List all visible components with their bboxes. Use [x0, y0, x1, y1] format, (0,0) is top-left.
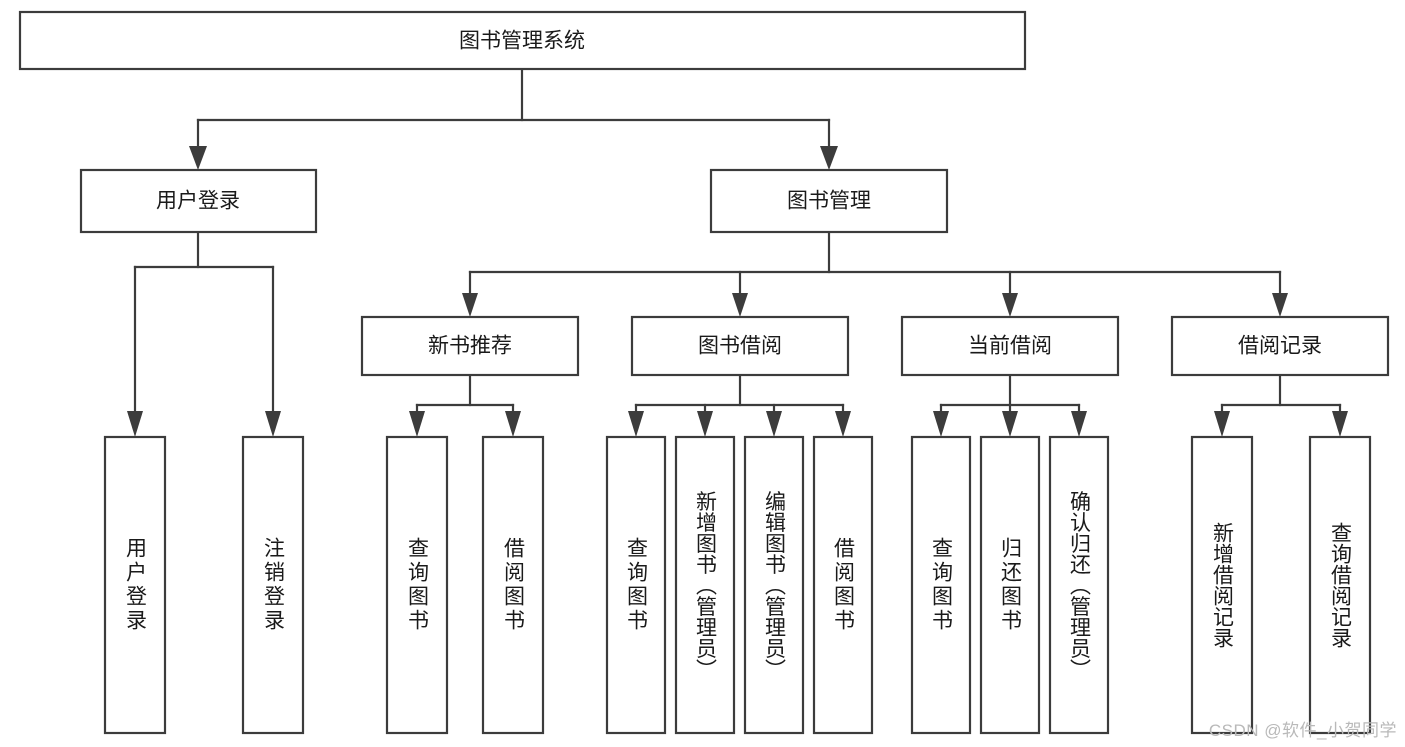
node-book-management[interactable]: 图书管理: [709, 168, 949, 234]
leaf-node[interactable]: 确认归还（管理员）: [1048, 435, 1110, 735]
node-box-book-management[interactable]: [709, 168, 949, 234]
leaf-box-borrow-record-1[interactable]: [1190, 435, 1254, 735]
leaf-box-book-borrow-4[interactable]: [812, 435, 874, 735]
connector-group-book-manage: [462, 230, 1288, 317]
node-label-current-borrow: 当前借阅: [968, 335, 1052, 358]
arrow-head-icon: [933, 411, 949, 437]
leaf-label-borrow-record-2: 查询借阅记录: [1329, 522, 1353, 648]
arrow-head-icon: [766, 411, 782, 437]
arrow-head-icon: [462, 293, 478, 317]
arrow-head-icon: [1071, 411, 1087, 437]
leaf-box-current-borrow-3[interactable]: [1048, 435, 1110, 735]
leaf-box-user-login-1[interactable]: [103, 435, 167, 735]
leaf-node[interactable]: 借阅图书: [481, 435, 545, 735]
connector-group-new-book: [409, 373, 521, 437]
arrow-head-icon: [835, 411, 851, 437]
connector-group-root: [189, 67, 838, 170]
leaf-label-user-login-2: 注销登录: [262, 537, 286, 633]
leaf-box-current-borrow-1[interactable]: [910, 435, 972, 735]
node-label-user-login: 用户登录: [156, 190, 240, 213]
arrow-head-icon: [265, 411, 281, 437]
leaf-label-book-borrow-1: 查询图书: [625, 537, 649, 633]
leaf-node[interactable]: 归还图书: [979, 435, 1041, 735]
leaf-node[interactable]: 查询图书: [605, 435, 667, 735]
arrow-head-icon: [1002, 411, 1018, 437]
arrow-head-icon: [1332, 411, 1348, 437]
leaf-node[interactable]: 查询图书: [910, 435, 972, 735]
leaf-box-new-book-1[interactable]: [385, 435, 449, 735]
leaf-node[interactable]: 新增借阅记录: [1190, 435, 1254, 735]
arrow-head-icon: [127, 411, 143, 437]
node-box-new-book-recommend[interactable]: [360, 315, 580, 377]
node-label-borrow-record: 借阅记录: [1238, 335, 1322, 358]
connector-group-current-borrow: [933, 373, 1087, 437]
leaf-box-book-borrow-3[interactable]: [743, 435, 805, 735]
leaf-box-book-borrow-2[interactable]: [674, 435, 736, 735]
leaf-node[interactable]: 查询图书: [385, 435, 449, 735]
node-new-book-recommend[interactable]: 新书推荐: [360, 315, 580, 377]
arrow-head-icon: [1002, 293, 1018, 317]
leaf-label-new-book-2: 借阅图书: [502, 537, 526, 633]
leaf-node[interactable]: 借阅图书: [812, 435, 874, 735]
leaf-label-borrow-record-1: 新增借阅记录: [1211, 522, 1235, 648]
node-label-book-borrow: 图书借阅: [698, 335, 782, 358]
leaf-label-book-borrow-4: 借阅图书: [832, 537, 856, 633]
arrow-head-icon: [1214, 411, 1230, 437]
node-box-current-borrow[interactable]: [900, 315, 1120, 377]
node-borrow-record[interactable]: 借阅记录: [1170, 315, 1390, 377]
leaf-label-book-borrow-3: 编辑图书（管理员）: [763, 491, 787, 680]
node-book-borrow[interactable]: 图书借阅: [630, 315, 850, 377]
leaf-node[interactable]: 新增图书（管理员）: [674, 435, 736, 735]
node-label-book-management: 图书管理: [787, 190, 871, 213]
node-box-root[interactable]: [18, 10, 1027, 71]
connector-group-book-borrow: [628, 373, 851, 437]
leaf-label-current-borrow-2: 归还图书: [999, 537, 1023, 633]
leaf-label-book-borrow-2: 新增图书（管理员）: [694, 491, 718, 680]
arrow-head-icon: [1272, 293, 1288, 317]
node-root-book-management-system[interactable]: 图书管理系统: [18, 10, 1027, 71]
leaf-node[interactable]: 注销登录: [241, 435, 305, 735]
leaf-label-user-login-1: 用户登录: [124, 537, 148, 633]
arrow-head-icon: [628, 411, 644, 437]
arrow-head-icon: [697, 411, 713, 437]
node-current-borrow[interactable]: 当前借阅: [900, 315, 1120, 377]
connector-group-user-login: [127, 230, 281, 437]
leaf-box-borrow-record-2[interactable]: [1308, 435, 1372, 735]
node-box-borrow-record[interactable]: [1170, 315, 1390, 377]
leaf-node[interactable]: 编辑图书（管理员）: [743, 435, 805, 735]
arrow-head-icon: [505, 411, 521, 437]
node-box-user-login[interactable]: [79, 168, 318, 234]
arrow-head-icon: [409, 411, 425, 437]
arrow-head-icon: [189, 146, 207, 170]
leaf-box-current-borrow-2[interactable]: [979, 435, 1041, 735]
leaf-label-new-book-1: 查询图书: [406, 537, 430, 633]
leaf-node[interactable]: 查询借阅记录: [1308, 435, 1372, 735]
connector-group-borrow-record: [1214, 373, 1348, 437]
node-label-root: 图书管理系统: [459, 30, 585, 53]
leaf-box-new-book-2[interactable]: [481, 435, 545, 735]
leaf-box-user-login-2[interactable]: [241, 435, 305, 735]
leaf-label-current-borrow-1: 查询图书: [930, 537, 954, 633]
leaf-node[interactable]: 用户登录: [103, 435, 167, 735]
arrow-head-icon: [820, 146, 838, 170]
leaf-box-book-borrow-1[interactable]: [605, 435, 667, 735]
arrow-head-icon: [732, 293, 748, 317]
node-user-login[interactable]: 用户登录: [79, 168, 318, 234]
leaf-label-current-borrow-3: 确认归还（管理员）: [1068, 491, 1092, 680]
node-box-book-borrow[interactable]: [630, 315, 850, 377]
node-label-new-book-recommend: 新书推荐: [428, 335, 512, 358]
